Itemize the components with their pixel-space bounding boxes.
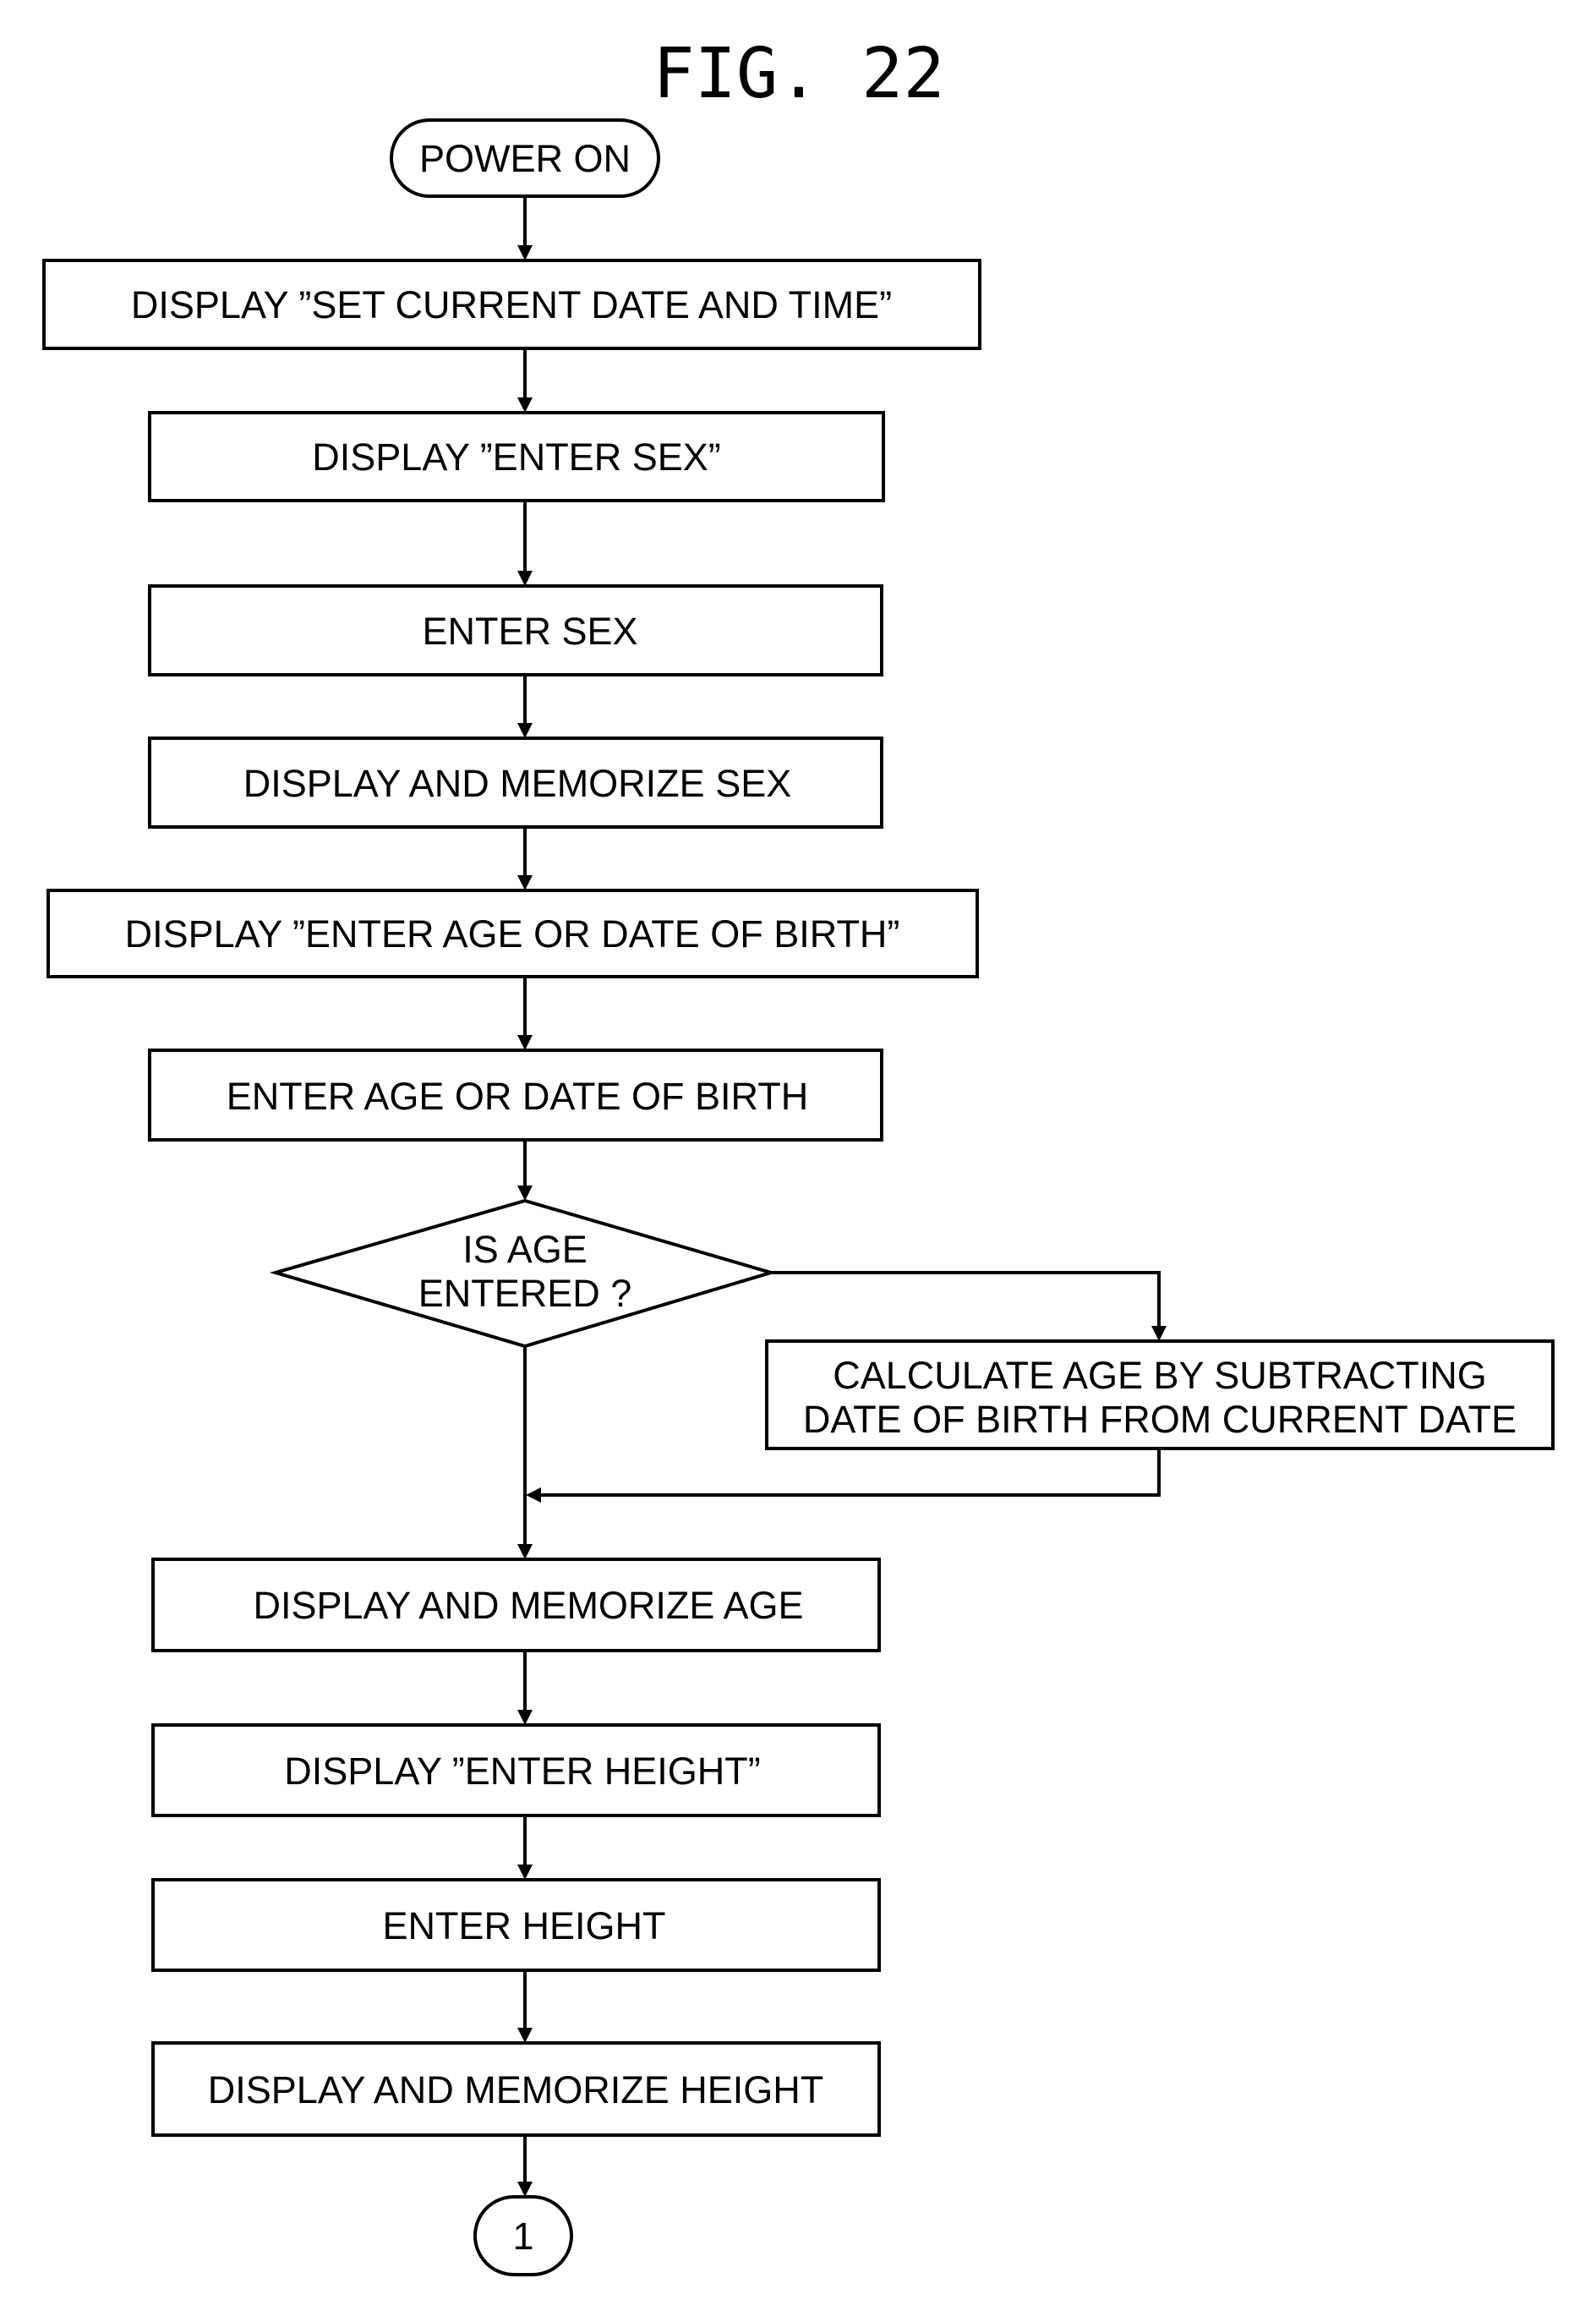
arrow-head: [517, 1035, 533, 1050]
arrow-head: [517, 397, 533, 413]
display-memorize-height-label: DISPLAY AND MEMORIZE HEIGHT: [208, 2068, 823, 2111]
display-memorize-sex-label: DISPLAY AND MEMORIZE SEX: [243, 762, 792, 805]
display-enter-sex-step: DISPLAY ”ENTER SEX”: [150, 413, 883, 501]
arrow-head: [517, 1710, 533, 1725]
display-enter-age-dob-step: DISPLAY ”ENTER AGE OR DATE OF BIRTH”: [48, 890, 977, 977]
connector-label: 1: [512, 2215, 533, 2258]
enter-sex-step: ENTER SEX: [150, 586, 882, 675]
arrow-head: [517, 1544, 533, 1559]
calculate-age-label-line1: CALCULATE AGE BY SUBTRACTING: [833, 1354, 1487, 1397]
figure-title: FIG. 22: [653, 34, 945, 114]
decision-label-line1: IS AGE: [462, 1228, 588, 1271]
arrow-head: [517, 245, 533, 260]
power-on-label: POWER ON: [419, 137, 631, 180]
display-enter-sex-label: DISPLAY ”ENTER SEX”: [312, 435, 720, 479]
arrow-head: [517, 723, 533, 738]
enter-age-dob-label: ENTER AGE OR DATE OF BIRTH: [227, 1075, 808, 1118]
arrow-head: [517, 1865, 533, 1880]
enter-height-label: ENTER HEIGHT: [382, 1904, 665, 1947]
connector-calc-return: [539, 1448, 1159, 1495]
display-enter-height-step: DISPLAY ”ENTER HEIGHT”: [153, 1725, 879, 1815]
arrow-head: [1151, 1326, 1167, 1341]
arrow-head: [517, 875, 533, 890]
arrow-head: [526, 1487, 541, 1503]
arrow-head: [517, 2182, 533, 2197]
enter-sex-label: ENTER SEX: [422, 610, 637, 653]
display-set-date-time-step: DISPLAY ”SET CURRENT DATE AND TIME”: [44, 260, 980, 348]
enter-height-step: ENTER HEIGHT: [153, 1880, 879, 1970]
decision-label-line2: ENTERED ?: [418, 1272, 632, 1315]
off-page-connector: 1: [475, 2197, 571, 2275]
arrow-head: [517, 571, 533, 586]
display-memorize-sex-step: DISPLAY AND MEMORIZE SEX: [150, 738, 882, 827]
display-memorize-age-step: DISPLAY AND MEMORIZE AGE: [153, 1559, 879, 1651]
display-memorize-height-step: DISPLAY AND MEMORIZE HEIGHT: [153, 2043, 879, 2135]
is-age-entered-decision: IS AGE ENTERED ?: [276, 1201, 771, 1346]
display-set-date-time-label: DISPLAY ”SET CURRENT DATE AND TIME”: [131, 283, 892, 326]
arrow-head: [517, 1186, 533, 1201]
enter-age-dob-step: ENTER AGE OR DATE OF BIRTH: [150, 1050, 882, 1140]
display-enter-height-label: DISPLAY ”ENTER HEIGHT”: [284, 1750, 760, 1793]
display-enter-age-dob-label: DISPLAY ”ENTER AGE OR DATE OF BIRTH”: [125, 912, 900, 956]
calculate-age-label-line2: DATE OF BIRTH FROM CURRENT DATE: [803, 1398, 1517, 1441]
calculate-age-step: CALCULATE AGE BY SUBTRACTING DATE OF BIR…: [767, 1341, 1553, 1448]
connector-decision-to-calc: [771, 1273, 1159, 1328]
display-memorize-age-label: DISPLAY AND MEMORIZE AGE: [253, 1584, 803, 1627]
power-on-terminal: POWER ON: [391, 120, 659, 196]
arrow-head: [517, 2028, 533, 2043]
